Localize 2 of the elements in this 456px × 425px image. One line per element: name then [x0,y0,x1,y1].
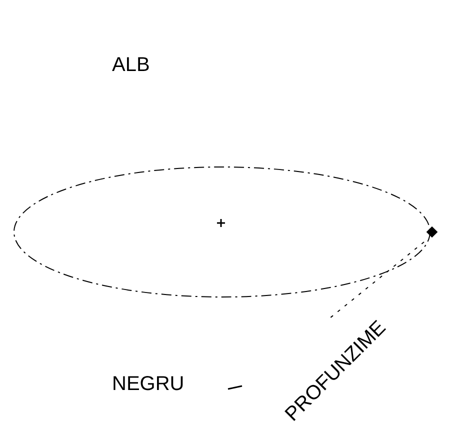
zone-label: ALB [112,55,150,75]
zone-label: NEGRU [112,374,184,394]
